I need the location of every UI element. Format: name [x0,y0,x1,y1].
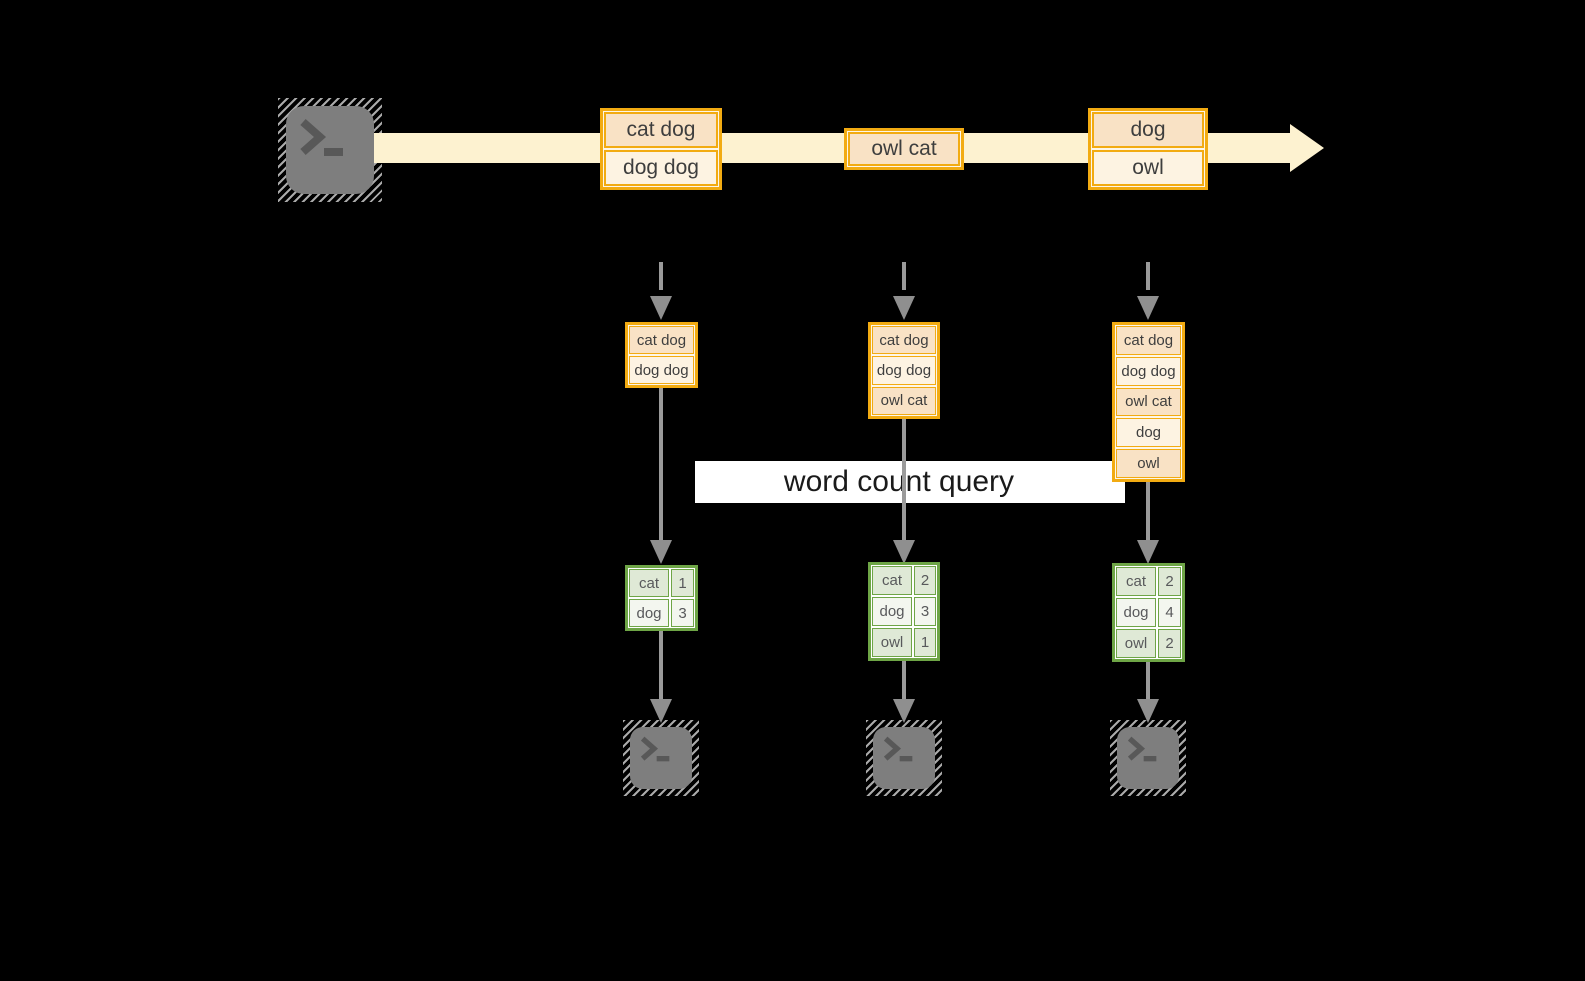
count-cell: 2 [914,566,936,595]
arrowhead-icon [893,296,915,320]
table-row: cat 1 [629,569,694,597]
terminal-prompt-icon [1127,736,1157,762]
terminal-sink-icon-3 [1110,720,1186,796]
arrowhead-icon [893,540,915,564]
batch-row: dog [1116,418,1181,448]
dashed-arrow-line [902,262,906,290]
flow-arrow-line [902,419,906,540]
word-count-table-3: cat 2 dog 4 owl 2 [1112,563,1185,662]
count-cell: 1 [671,569,694,597]
table-row: cat 2 [1116,567,1181,596]
word-cell: cat [629,569,669,597]
arrowhead-icon [650,699,672,723]
table-row: dog 3 [872,597,936,626]
word-cell: dog [1116,598,1156,627]
word-cell: dog [872,597,912,626]
word-cell: cat [1116,567,1156,596]
table-row: dog 3 [629,599,694,627]
flow-arrow-line [902,661,906,699]
batch-row: dog dog [629,356,694,384]
stream-batch-2: owl cat [844,128,964,170]
flow-arrow-line [659,631,663,699]
word-count-table-1: cat 1 dog 3 [625,565,698,631]
arrowhead-icon [650,296,672,320]
batch-line: owl cat [848,132,960,166]
stream-batch-1: cat dog dog dog [600,108,722,190]
flow-arrow-line [1146,482,1150,540]
arrowhead-icon [1137,540,1159,564]
table-row: owl 1 [872,628,936,657]
word-cell: dog [629,599,669,627]
count-cell: 1 [914,628,936,657]
terminal-prompt-icon [640,736,670,762]
micro-batch-box-2: cat dog dog dog owl cat [868,322,940,419]
batch-row: dog dog [872,356,936,385]
word-cell: owl [872,628,912,657]
batch-row: owl [1116,449,1181,478]
arrowhead-icon [893,699,915,723]
table-row: cat 2 [872,566,936,595]
arrowhead-icon [1137,699,1159,723]
micro-batch-box-3: cat dog dog dog owl cat dog owl [1112,322,1185,482]
flow-arrow-line [1146,662,1150,699]
batch-row: owl cat [872,386,936,415]
batch-row: cat dog [629,326,694,354]
stream-batch-3: dog owl [1088,108,1208,190]
count-cell: 2 [1158,567,1181,596]
terminal-source-icon [278,98,382,202]
count-cell: 2 [1158,629,1181,658]
batch-row: owl cat [1116,387,1181,417]
count-cell: 3 [914,597,936,626]
dashed-arrow-line [659,262,663,290]
terminal-sink-icon-1 [623,720,699,796]
batch-row: dog dog [1116,356,1181,386]
dashed-arrow-line [1146,262,1150,290]
count-cell: 3 [671,599,694,627]
terminal-sink-icon-2 [866,720,942,796]
word-cell: cat [872,566,912,595]
batch-row: cat dog [872,326,936,355]
query-label-band: word count query [695,461,1125,503]
batch-line: cat dog [604,112,718,148]
terminal-sink-body [873,727,935,789]
terminal-prompt-icon [300,119,343,156]
query-label: word count query [783,465,1015,498]
count-cell: 4 [1158,598,1181,627]
word-cell: owl [1116,629,1156,658]
flow-arrow-line [659,388,663,540]
word-count-table-2: cat 2 dog 3 owl 1 [868,562,940,661]
micro-batch-box-1: cat dog dog dog [625,322,698,388]
batch-line: dog dog [604,150,718,186]
batch-row: cat dog [1116,326,1181,355]
terminal-prompt-icon [883,736,913,762]
batch-line: dog [1092,112,1204,148]
stream-arrowhead-icon [1290,124,1324,172]
table-row: dog 4 [1116,598,1181,627]
terminal-sink-body [1117,727,1179,789]
arrowhead-icon [650,540,672,564]
terminal-source-body [286,106,374,194]
batch-line: owl [1092,150,1204,186]
table-row: owl 2 [1116,629,1181,658]
arrowhead-icon [1137,296,1159,320]
terminal-sink-body [630,727,692,789]
